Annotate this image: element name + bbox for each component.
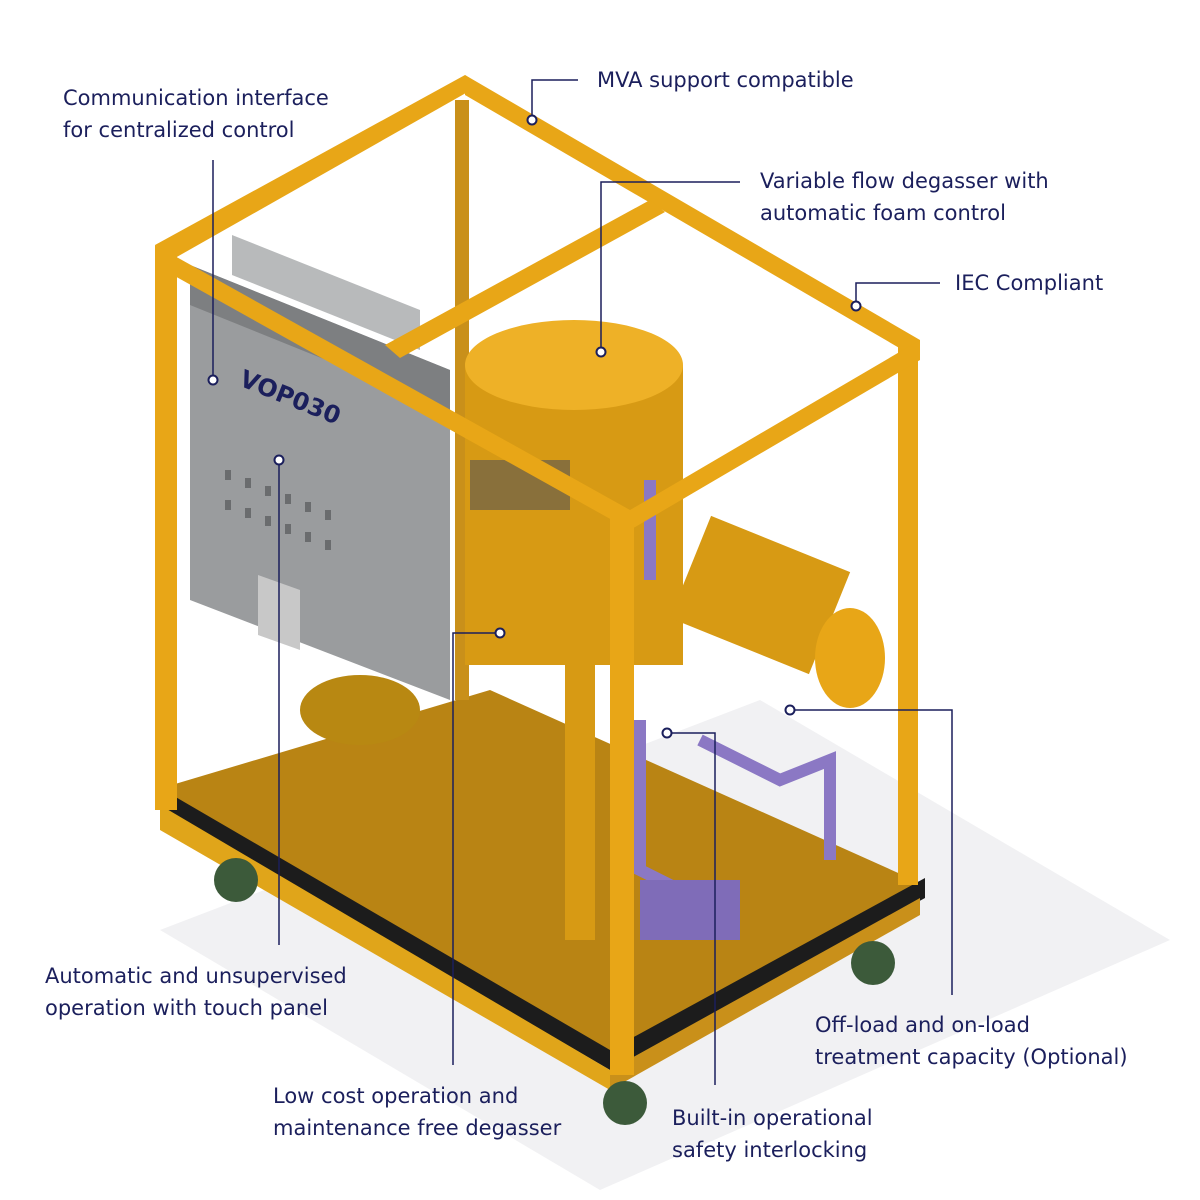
callout-line: Built-in operational bbox=[672, 1106, 873, 1130]
callout-treatment-capacity: Off-load and on-load treatment capacity … bbox=[815, 1009, 1128, 1073]
motor bbox=[300, 675, 420, 745]
callout-automatic-operation: Automatic and unsupervised operation wit… bbox=[45, 960, 347, 1024]
callout-line: Low cost operation and bbox=[273, 1084, 519, 1108]
callout-low-cost-operation: Low cost operation and maintenance free … bbox=[273, 1080, 561, 1144]
wheel bbox=[214, 858, 258, 902]
wheel bbox=[851, 941, 895, 985]
callout-line: operation with touch panel bbox=[45, 996, 328, 1020]
pump bbox=[640, 880, 740, 940]
callout-line: automatic foam control bbox=[760, 201, 1006, 225]
callout-line: Automatic and unsupervised bbox=[45, 964, 347, 988]
base-platform bbox=[155, 690, 925, 1060]
frame bbox=[155, 75, 920, 1075]
callout-mva-support: MVA support compatible bbox=[597, 64, 854, 96]
callout-line: Off-load and on-load bbox=[815, 1013, 1030, 1037]
callout-line: MVA support compatible bbox=[597, 68, 854, 92]
callout-line: IEC Compliant bbox=[955, 271, 1104, 295]
side-tank bbox=[669, 515, 851, 675]
base-bumper-left bbox=[155, 785, 610, 1070]
callout-line: maintenance free degasser bbox=[273, 1116, 562, 1140]
leader-lines bbox=[212, 79, 953, 1085]
callout-line: Communication interface bbox=[63, 86, 329, 110]
callout-line: treatment capacity (Optional) bbox=[815, 1045, 1128, 1069]
callout-safety-interlocking: Built-in operational safety interlocking bbox=[672, 1102, 873, 1166]
callout-dots bbox=[207, 114, 862, 739]
callout-variable-flow-degasser: Variable flow degasser with automatic fo… bbox=[760, 165, 1049, 229]
callout-iec-compliant: IEC Compliant bbox=[955, 267, 1103, 299]
base-bumper-right bbox=[610, 878, 925, 1070]
callout-communication-interface: Communication interface for centralized … bbox=[63, 82, 329, 146]
wheel bbox=[603, 1081, 647, 1125]
callout-line: safety interlocking bbox=[672, 1138, 868, 1162]
callout-line: Variable flow degasser with bbox=[760, 169, 1049, 193]
callout-line: for centralized control bbox=[63, 118, 295, 142]
